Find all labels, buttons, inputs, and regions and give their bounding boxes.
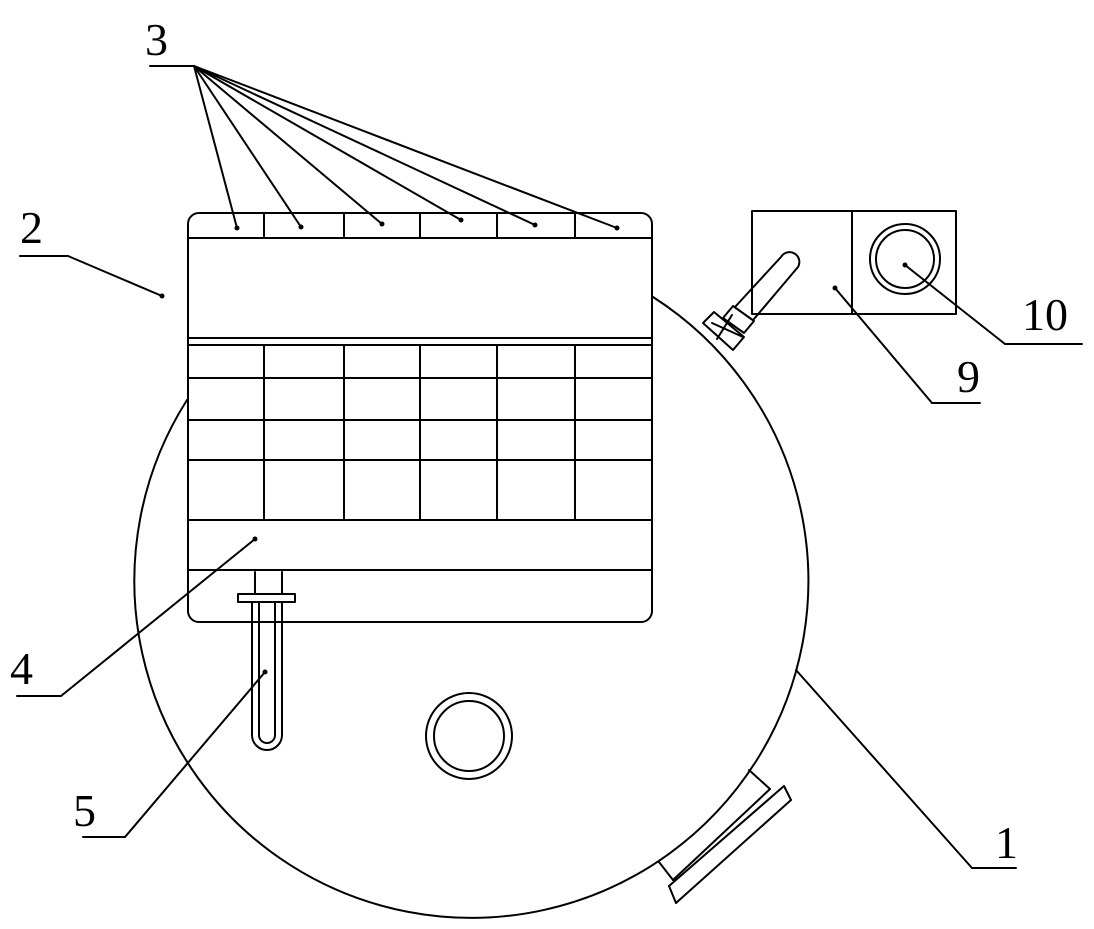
vessel-body [133,296,810,919]
display-outer [869,223,941,295]
label-10: 10 [1022,289,1068,340]
side-flange-nozzle [658,769,792,904]
display-inner [875,229,935,289]
label-2: 2 [20,202,43,253]
leader-lines [16,65,1083,869]
sight-port-inner [433,700,505,772]
temperature-probe [237,571,296,751]
label-5: 5 [73,785,96,836]
heating-tubes [263,212,576,521]
leader-dots [159,217,908,675]
label-4: 4 [10,643,33,694]
control-box [751,210,957,315]
label-9: 9 [957,351,980,402]
sight-port-outer [425,692,513,780]
label-1: 1 [995,817,1018,868]
label-3: 3 [145,14,168,65]
angled-connector [702,251,801,351]
